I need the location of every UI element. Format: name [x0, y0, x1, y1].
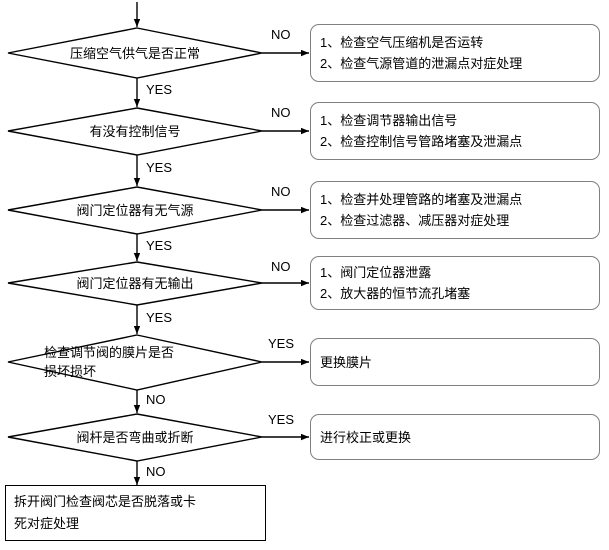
- action-line: 进行校正或更换: [320, 429, 412, 445]
- action-box-a2: 1、检查调节器输出信号 2、检查控制信号管路堵塞及泄漏点: [310, 102, 600, 160]
- action-line: 2、检查气源管道的泄漏点对症处理: [320, 56, 523, 71]
- action-line: 1、检查并处理管路的堵塞及泄漏点: [320, 192, 523, 207]
- decision-label-d1: 压缩空气供气是否正常: [69, 46, 200, 61]
- action-box-a5: 更换膜片: [310, 338, 600, 386]
- decision-label-d4: 阀门定位器有无输出: [76, 276, 194, 291]
- action-line: 2、检查控制信号管路堵塞及泄漏点: [320, 134, 523, 149]
- action-line: 2、检查过滤器、减压器对症处理: [320, 213, 510, 228]
- edge-label-d4-yes: YES: [146, 310, 173, 325]
- edge-label-d4-no: NO: [271, 259, 291, 274]
- action-box-a3: 1、检查并处理管路的堵塞及泄漏点 2、检查过滤器、减压器对症处理: [310, 181, 600, 239]
- action-line: 1、阀门定位器泄露: [320, 265, 432, 280]
- edge-label-d3-yes: YES: [146, 238, 173, 253]
- edge-label-d5-yes: YES: [268, 336, 295, 351]
- terminal-line: 死对症处理: [14, 516, 80, 531]
- edge-label-d2-no: NO: [271, 105, 291, 120]
- action-line: 1、检查调节器输出信号: [320, 113, 458, 128]
- action-box-a4: 1、阀门定位器泄露 2、放大器的恒节流孔堵塞: [310, 256, 600, 310]
- edge-label-d1-no: NO: [271, 27, 291, 42]
- edge-label-d6-yes: YES: [268, 412, 295, 427]
- action-line: 2、放大器的恒节流孔堵塞: [320, 286, 471, 301]
- edge-label-d1-yes: YES: [146, 82, 173, 97]
- edge-label-d6-no: NO: [146, 464, 166, 479]
- terminal-line: 拆开阀门检查阀芯是否脱落或卡: [14, 494, 197, 509]
- action-box-a6: 进行校正或更换: [310, 414, 600, 460]
- edge-label-d3-no: NO: [271, 184, 291, 199]
- decision-label-d5: 检查调节阀的膜片是否 损坏损坏: [44, 345, 175, 379]
- decision-label-d2: 有没有控制信号: [89, 124, 181, 139]
- action-line: 更换膜片: [320, 354, 373, 370]
- terminal-box-final-action: 拆开阀门检查阀芯是否脱落或卡 死对症处理: [5, 485, 266, 541]
- action-line: 1、检查空气压缩机是否运转: [320, 35, 484, 50]
- action-box-a1: 1、检查空气压缩机是否运转 2、检查气源管道的泄漏点对症处理: [310, 24, 600, 82]
- edge-label-d5-no: NO: [146, 392, 166, 407]
- decision-label-d6: 阀杆是否弯曲或折断: [76, 430, 194, 445]
- decision-label-d3: 阀门定位器有无气源: [76, 203, 194, 218]
- edge-label-d2-yes: YES: [146, 160, 173, 175]
